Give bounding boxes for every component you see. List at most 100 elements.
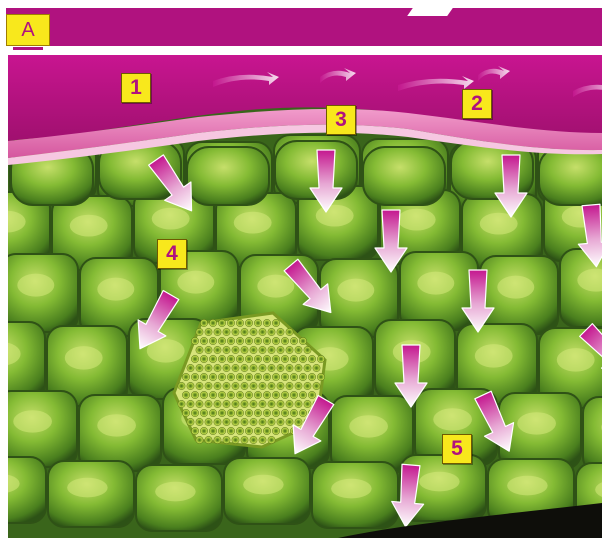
xylem-pore (250, 382, 257, 389)
xylem-pore (299, 409, 306, 416)
xylem-pore (245, 319, 252, 326)
xylem-pore (263, 409, 270, 416)
xylem-pore (268, 328, 275, 335)
xylem-pore (241, 436, 248, 443)
cell-highlight (507, 476, 547, 496)
cell-highlight (243, 475, 283, 495)
xylem-pore (227, 355, 234, 362)
panel-letter-label: A (6, 14, 50, 46)
xylem-pore (272, 409, 279, 416)
xylem-pore (205, 382, 212, 389)
xylem-pore (209, 409, 216, 416)
xylem-pore (290, 337, 297, 344)
xylem-pore (196, 328, 203, 335)
xylem-pore (250, 418, 257, 425)
cell-highlight (398, 209, 436, 231)
label-2: 2 (462, 89, 492, 119)
xylem-pore (205, 418, 212, 425)
label-5: 5 (442, 434, 472, 464)
xylem-pore (241, 328, 248, 335)
cell-highlight (517, 412, 556, 434)
xylem-pore (236, 337, 243, 344)
xylem-pore (236, 409, 243, 416)
xylem-pore (268, 364, 275, 371)
xylem-pore (214, 364, 221, 371)
cell-highlight (337, 279, 374, 302)
xylem-pore (191, 409, 198, 416)
xylem-pore (200, 355, 207, 362)
epidermal-cell (187, 147, 269, 205)
xylem-pore (205, 346, 212, 353)
xylem-pore (254, 355, 261, 362)
xylem-pore (259, 346, 266, 353)
label-3: 3 (326, 105, 356, 135)
xylem-pore (268, 346, 275, 353)
xylem-pore (187, 382, 194, 389)
xylem-pore (299, 373, 306, 380)
xylem-pore (295, 418, 302, 425)
xylem-pore (218, 337, 225, 344)
cell-highlight (417, 272, 454, 295)
xylem-pore (281, 337, 288, 344)
xylem-pore (196, 346, 203, 353)
xylem-pore (178, 382, 185, 389)
xylem-pore (272, 373, 279, 380)
xylem-pore (290, 355, 297, 362)
xylem-pore (245, 391, 252, 398)
xylem-pore (223, 382, 230, 389)
xylem-pore (241, 400, 248, 407)
label-1: 1 (121, 73, 151, 103)
xylem-pore (200, 319, 207, 326)
cell-highlight (433, 408, 472, 430)
xylem-pore (191, 355, 198, 362)
xylem-pore (209, 319, 216, 326)
xylem-pore (317, 373, 324, 380)
xylem-pore (259, 436, 266, 443)
xylem-pore (272, 391, 279, 398)
cell-highlight (67, 478, 107, 498)
xylem-pore (304, 382, 311, 389)
label-4: 4 (157, 239, 187, 269)
xylem-pore (277, 400, 284, 407)
xylem-pore (218, 391, 225, 398)
cell-highlight (97, 414, 136, 436)
xylem-pore (191, 373, 198, 380)
cell-highlight (497, 276, 534, 299)
xylem-pore (263, 391, 270, 398)
xylem-pore (236, 355, 243, 362)
xylem-pore (236, 373, 243, 380)
xylem-pore (245, 427, 252, 434)
epidermal-cell (539, 147, 602, 205)
cell-highlight (97, 278, 134, 301)
xylem-pore (277, 346, 284, 353)
xylem-pore (200, 373, 207, 380)
panel-header-bar (6, 8, 602, 46)
xylem-pore (200, 391, 207, 398)
xylem-pore (281, 373, 288, 380)
xylem-pore (263, 337, 270, 344)
xylem-pore (299, 355, 306, 362)
xylem-pore (227, 373, 234, 380)
xylem-pore (196, 436, 203, 443)
xylem-pore (290, 373, 297, 380)
xylem-pore (223, 346, 230, 353)
xylem-pore (259, 364, 266, 371)
xylem-pore (259, 328, 266, 335)
xylem-pore (317, 355, 324, 362)
xylem-pore (232, 364, 239, 371)
xylem-pore (187, 418, 194, 425)
xylem-pore (268, 400, 275, 407)
xylem-pore (232, 346, 239, 353)
xylem-pore (205, 436, 212, 443)
cell-highlight (70, 215, 108, 237)
xylem-pore (250, 400, 257, 407)
xylem-pore (187, 364, 194, 371)
xylem-pore (254, 409, 261, 416)
xylem-pore (223, 364, 230, 371)
xylem-pore (281, 427, 288, 434)
xylem-pore (263, 427, 270, 434)
xylem-pore (290, 409, 297, 416)
xylem-pore (250, 346, 257, 353)
xylem-pore (277, 382, 284, 389)
xylem-pore (205, 328, 212, 335)
